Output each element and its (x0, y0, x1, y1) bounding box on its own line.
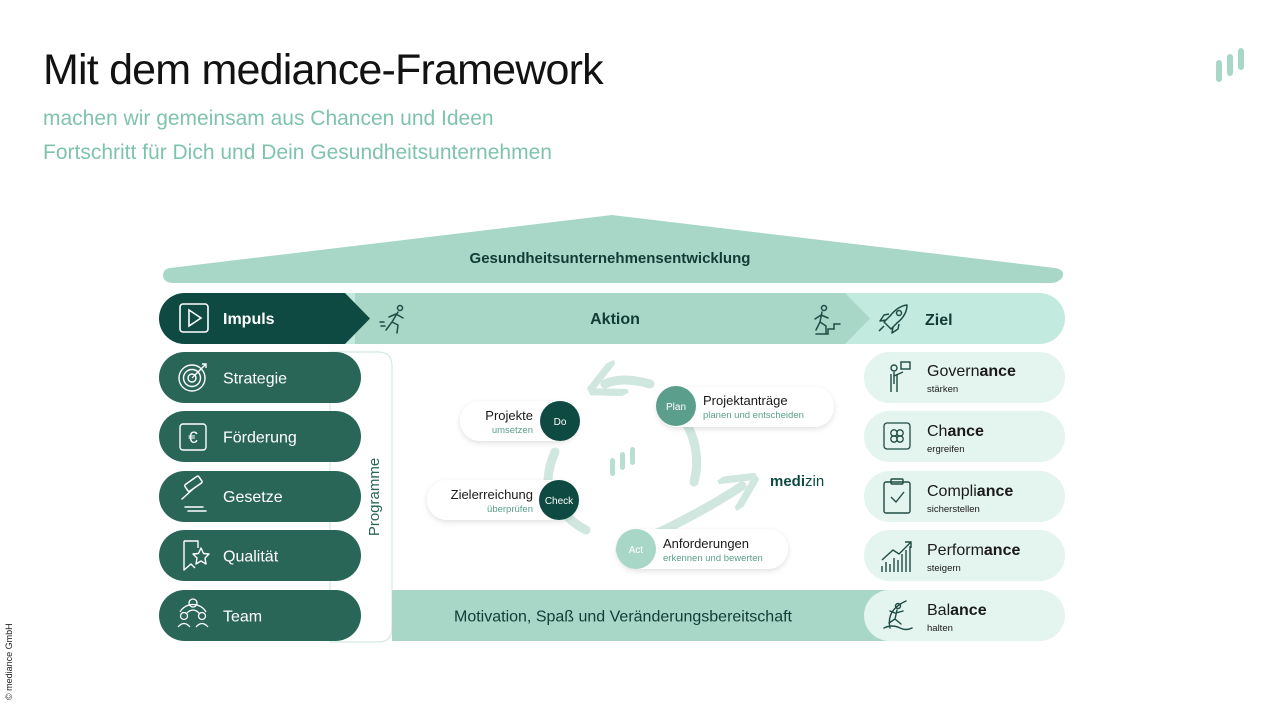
play-icon (179, 303, 209, 333)
subtitle-line-2: Fortschritt für Dich und Dein Gesundheit… (43, 141, 552, 164)
motivation-label: Motivation, Spaß und Veränderungsbereits… (454, 609, 793, 626)
pillar-gesetze: Gesetze (159, 471, 361, 522)
goal-title: Chance (927, 423, 984, 440)
plan-sub: planen und entscheiden (703, 410, 804, 421)
goal-governance: Governance stärken (864, 352, 1065, 403)
svg-text:€: € (188, 428, 198, 447)
goal-sub: halten (927, 623, 953, 634)
growth-chart-icon (881, 541, 912, 572)
programme-label: Programme (366, 458, 383, 536)
act-title: Anforderungen (663, 536, 749, 551)
goal-title: Governance (927, 363, 1016, 380)
cycle-do: Do Projekte umsetzen (460, 401, 580, 441)
star-bookmark-icon (183, 540, 210, 571)
target-icon (178, 363, 207, 392)
pillar-label: Strategie (223, 371, 287, 388)
check-title: Zielerreichung (451, 487, 533, 502)
pillar-label: Team (223, 609, 262, 626)
goal-compliance: Compliance sicherstellen (864, 471, 1065, 522)
goal-chance: Chance ergreifen (864, 411, 1065, 462)
goal-title: Balance (927, 602, 987, 619)
presenter-icon (890, 361, 911, 392)
surfer-icon (883, 600, 913, 631)
plan-badge: Plan (666, 402, 686, 413)
pillar-label: Qualität (223, 549, 279, 566)
mediance-logo (1216, 48, 1244, 82)
ziel-label: Ziel (925, 312, 953, 329)
pillar-strategie: Strategie (159, 352, 361, 403)
roof-label: Gesundheitsunternehmensentwicklung (470, 250, 751, 267)
do-title: Projekte (485, 408, 533, 423)
subtitle-line-1: machen wir gemeinsam aus Chancen und Ide… (43, 107, 494, 130)
plan-title: Projektanträge (703, 393, 788, 408)
goal-sub: ergreifen (927, 444, 965, 455)
euro-icon: € (179, 423, 207, 451)
stairs-climber-icon (814, 304, 841, 335)
do-sub: umsetzen (492, 425, 533, 436)
clover-icon (883, 422, 911, 450)
motivation-bar (392, 590, 897, 641)
check-sub: überprüfen (487, 504, 533, 515)
pillar-label: Förderung (223, 430, 297, 447)
team-icon (177, 598, 209, 628)
goal-sub: stärken (927, 384, 958, 395)
page-title: Mit dem mediance-Framework (43, 46, 604, 94)
goal-sub: steigern (927, 563, 961, 574)
impuls-section (159, 293, 370, 344)
goal-sub: sicherstellen (927, 504, 980, 515)
aktion-section (355, 293, 870, 344)
goal-performance: Performance steigern (864, 530, 1065, 581)
cycle-plan: Plan Projektanträge planen und entscheid… (656, 386, 834, 427)
do-badge: Do (554, 417, 567, 428)
gavel-icon (181, 475, 207, 512)
goal-title: Compliance (927, 483, 1013, 500)
rocket-icon (878, 304, 908, 334)
pillar-team: Team (159, 590, 361, 641)
check-badge: Check (545, 496, 574, 507)
pillar-qualitaet: Qualität (159, 530, 361, 581)
impuls-label: Impuls (223, 311, 275, 328)
runner-icon (379, 304, 404, 334)
cycle-act: Act Anforderungen erkennen und bewerten (616, 529, 788, 569)
medizin-wordmark: medizin (770, 473, 824, 490)
roof-shape (163, 215, 1064, 283)
clipboard-check-icon (883, 478, 911, 514)
goal-balance: Balance halten (864, 590, 1065, 641)
act-badge: Act (629, 545, 644, 556)
act-sub: erkennen und bewerten (663, 553, 763, 564)
aktion-label: Aktion (590, 311, 640, 328)
pillar-foerderung: € Förderung (159, 411, 361, 462)
goal-title: Performance (927, 542, 1020, 559)
pillar-label: Gesetze (223, 489, 283, 506)
center-logo-icon (610, 447, 635, 476)
cycle-check: Check Zielerreichung überprüfen (427, 480, 579, 520)
